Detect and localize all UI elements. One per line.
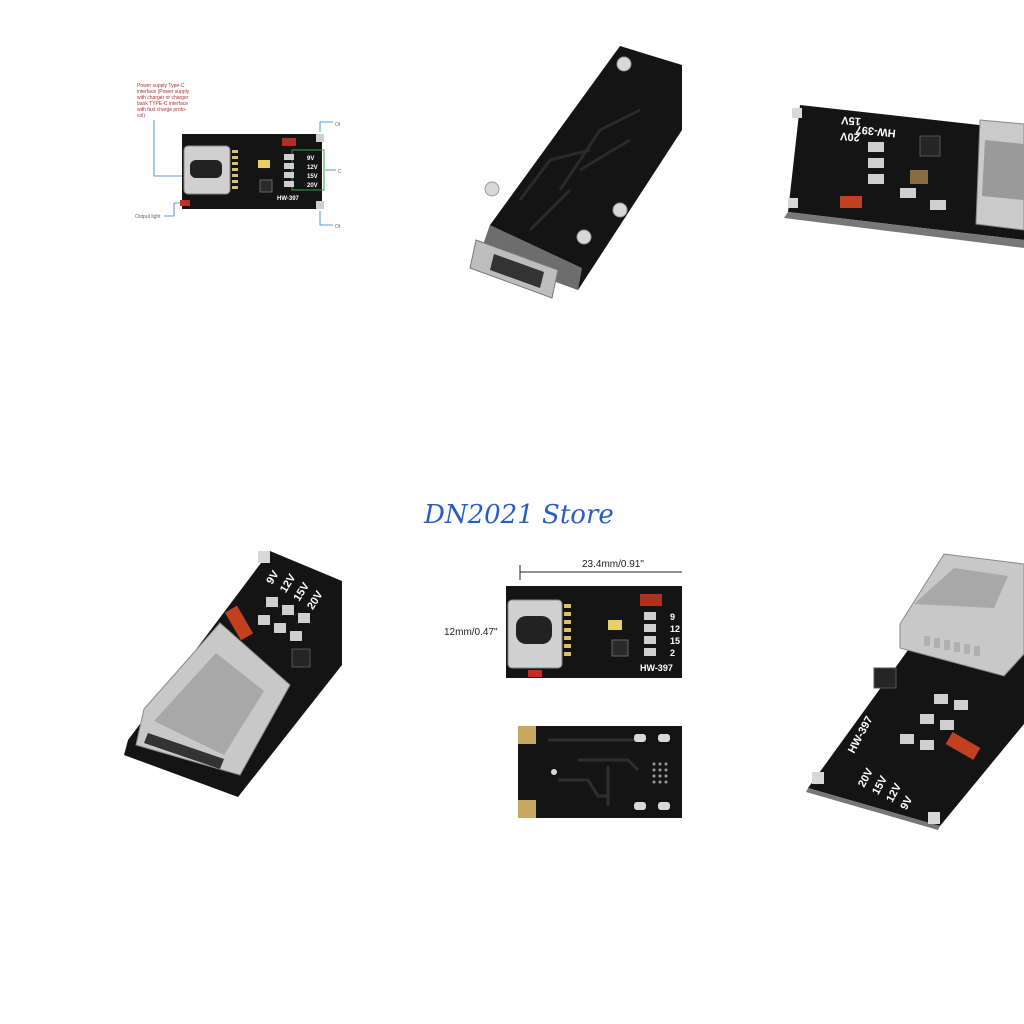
power-note-line-4: bank TYPE-C interface xyxy=(137,101,188,107)
voltage-labels: 20V 15V 12V 9V xyxy=(839,100,862,143)
usb-c-port xyxy=(190,160,222,178)
pcb-edge xyxy=(784,212,1024,248)
voltage-pads xyxy=(644,612,656,656)
top-right-pad xyxy=(316,134,324,142)
pcb-edge xyxy=(806,788,940,830)
voltage-label-15v: 15 xyxy=(670,636,680,646)
usb-c-shell xyxy=(154,653,264,755)
via-grid xyxy=(652,762,668,784)
pcb-traces xyxy=(518,108,641,232)
board-back-flat-tile xyxy=(518,726,682,818)
pcb-traces xyxy=(548,738,640,806)
board-right-angled-tile: HW-397 20V 15V 12V 9V xyxy=(804,544,1024,830)
ic-chip xyxy=(259,179,273,193)
connector-pins xyxy=(564,604,571,656)
annotated-diagram-tile: Power supply Type-C interface (Power sup… xyxy=(120,70,350,240)
board-top-angled-photo: 20V 15V 12V 9V HW-397 xyxy=(784,100,1024,248)
voltage-label-20v: 20V xyxy=(839,130,860,143)
usb-c-port xyxy=(516,616,552,644)
usb-c-port xyxy=(144,733,224,769)
diode xyxy=(945,731,981,761)
store-watermark: DN2021 Store xyxy=(424,500,614,530)
corner-pad-top xyxy=(518,726,536,744)
power-note-line-3: with charger or charger xyxy=(137,95,189,101)
top-pad-leader xyxy=(319,121,333,132)
dimension-diagram-photo: 23.4mm/0.91" 12mm/0.47" 9 12 15 2 HW-397 xyxy=(444,559,682,678)
smd-led xyxy=(608,620,622,630)
usb-c-shell xyxy=(982,140,1024,200)
board-label: HW-397 xyxy=(855,123,896,139)
output-light xyxy=(180,200,190,206)
mounting-pads xyxy=(484,56,632,245)
corner-pad-bottom xyxy=(788,198,798,208)
voltage-label-20v: 2 xyxy=(670,648,675,658)
dimension-diagram-tile: 23.4mm/0.91" 12mm/0.47" 9 12 15 2 HW-397 xyxy=(440,550,682,680)
connector-pins xyxy=(232,150,238,189)
corner-pad-top xyxy=(792,108,802,118)
usb-c-port xyxy=(490,254,544,288)
right-label-middle: C xyxy=(338,169,342,175)
voltage-pads xyxy=(284,154,294,187)
power-note-line-1: Power supply Type-C xyxy=(137,83,185,89)
corner-pad-bottom xyxy=(928,812,940,824)
smd-resistor-red xyxy=(640,594,662,606)
power-note-line-6: col) xyxy=(137,113,145,119)
voltage-label-12v: 12V xyxy=(307,165,318,171)
ic-chip xyxy=(611,639,629,657)
voltage-label-9v: 9V xyxy=(898,794,915,812)
board-label: HW-397 xyxy=(277,196,300,202)
ic-chip xyxy=(873,667,897,689)
voltage-label-9v: 9V xyxy=(307,156,314,162)
bottom-right-pad xyxy=(316,201,324,209)
right-label-top: Ot xyxy=(335,122,341,128)
corner-pad-bottom xyxy=(518,800,536,818)
power-note-line-5: with fast charge proto- xyxy=(137,107,187,113)
smd-led xyxy=(258,160,270,168)
power-note-line-2: interface (Power supply xyxy=(137,89,190,95)
board-top-angled-tile: 20V 15V 12V 9V HW-397 xyxy=(780,100,1024,250)
annotated-diagram-photo: Power supply Type-C interface (Power sup… xyxy=(135,83,342,230)
capacitor xyxy=(910,170,928,184)
voltage-label-15v: 15V xyxy=(840,114,861,127)
voltage-selector-box xyxy=(291,149,325,191)
smd-components xyxy=(868,142,946,210)
voltage-label-15v: 15V xyxy=(307,174,318,180)
corner-pad xyxy=(258,551,270,563)
height-dimension-label: 12mm/0.47" xyxy=(444,627,498,638)
board-back-angled-tile xyxy=(440,40,682,300)
board-left-angled-photo: 9V 12V 15V 20V xyxy=(124,551,342,797)
ic-chip xyxy=(919,135,941,157)
output-light xyxy=(528,670,542,677)
smd-components xyxy=(900,694,968,750)
voltage-label-12v: 12V xyxy=(841,100,862,111)
board-right-angled-photo: HW-397 20V 15V 12V 9V xyxy=(806,553,1024,830)
board-back-flat-photo xyxy=(518,726,682,818)
voltage-label-12v: 12 xyxy=(670,624,680,634)
ic-chip xyxy=(291,648,311,668)
output-light-label: Output light xyxy=(135,214,161,220)
voltage-label-9v: 9 xyxy=(670,612,675,622)
width-dimension-label: 23.4mm/0.91" xyxy=(582,559,644,570)
voltage-label-20v: 20V xyxy=(307,183,318,189)
pcb-board xyxy=(808,624,1024,826)
connector-pins xyxy=(924,636,980,656)
board-left-angled-tile: 9V 12V 15V 20V xyxy=(120,545,342,805)
corner-pad-left xyxy=(812,772,824,784)
board-back-angled-photo xyxy=(469,46,682,299)
smd-resistor-red xyxy=(282,138,296,146)
board-label: HW-397 xyxy=(640,663,673,673)
vias xyxy=(551,734,670,810)
right-label-bottom: Ot xyxy=(335,224,341,230)
smd-components xyxy=(258,597,310,641)
diode xyxy=(224,605,254,641)
diode xyxy=(840,196,862,208)
usb-c-shell xyxy=(914,568,1008,608)
bottom-pad-leader xyxy=(319,211,333,226)
output-light-leader xyxy=(164,202,180,217)
